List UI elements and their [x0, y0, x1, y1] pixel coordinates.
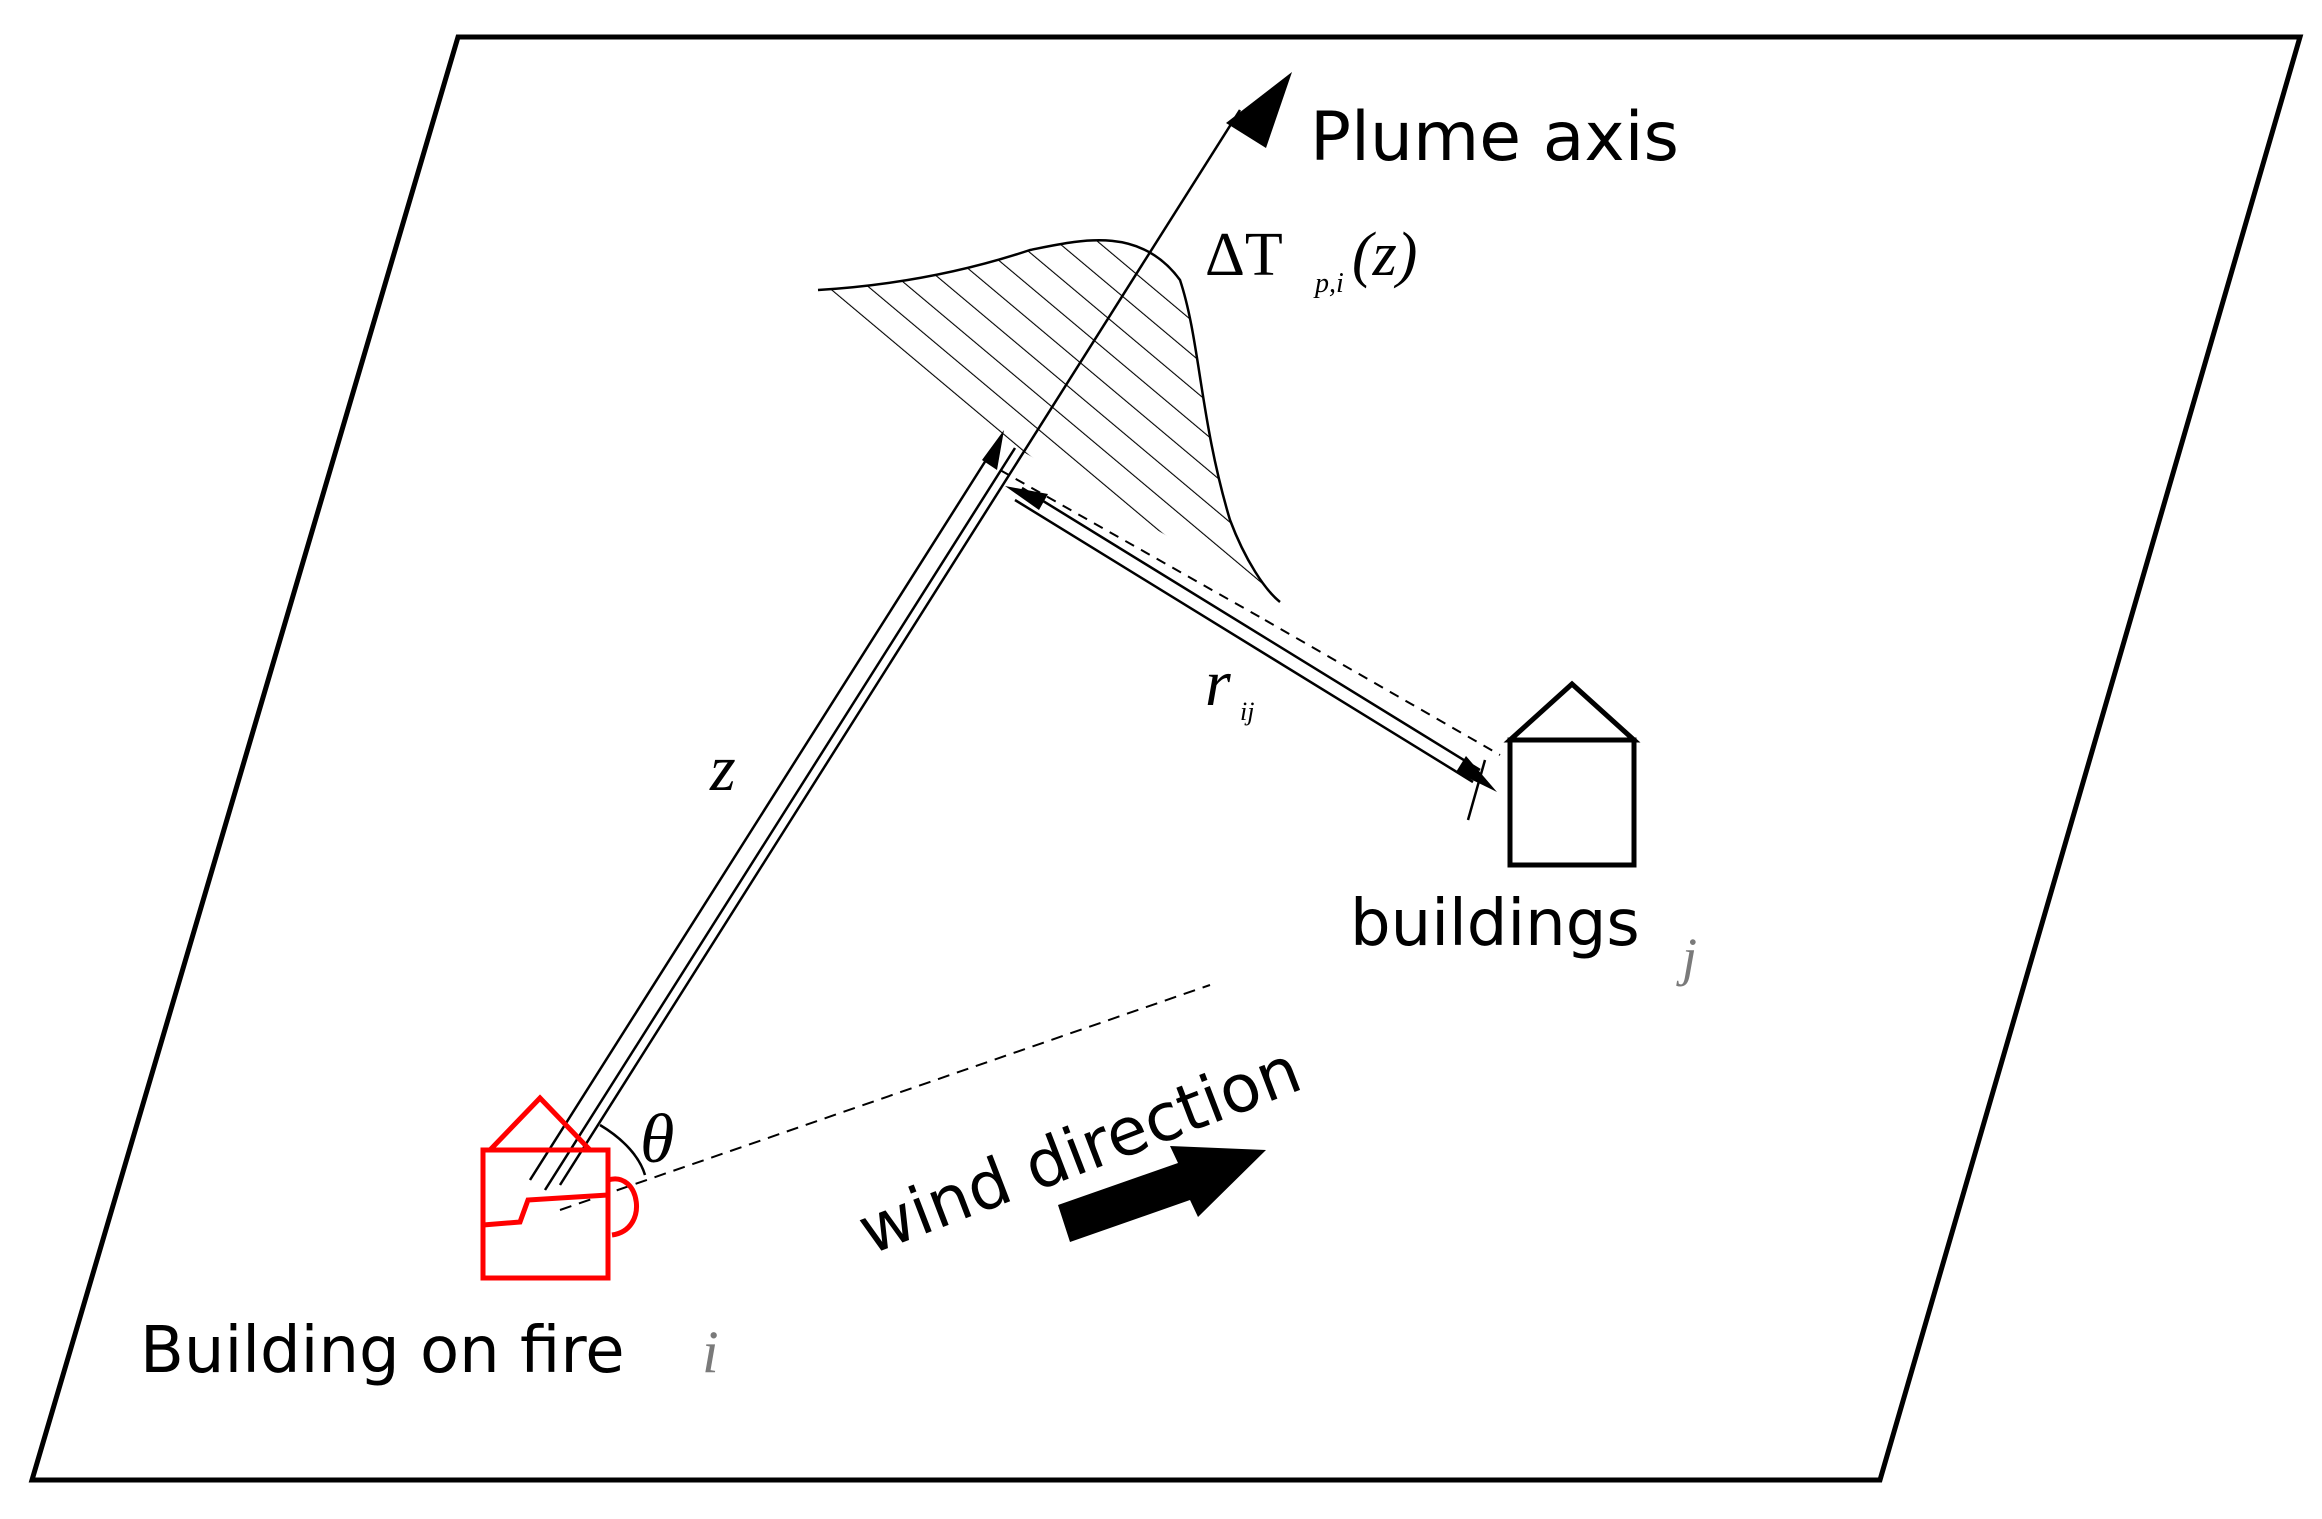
temperature-subscript: p,i	[1313, 268, 1344, 299]
angle-arc	[599, 1123, 647, 1176]
wind-arrow-icon	[1058, 1146, 1266, 1242]
temperature-label: ΔT p,i (z)	[1205, 221, 1417, 299]
fire-building-label: Building on fire i	[140, 1314, 719, 1388]
distance-label: r ij	[1205, 647, 1254, 726]
svg-text:(z): (z)	[1352, 221, 1417, 289]
svg-text:r: r	[1205, 647, 1231, 720]
fire-building-icon	[480, 1094, 639, 1281]
rij-dimension	[999, 469, 1501, 821]
distance-subscript: ij	[1240, 697, 1254, 726]
fire-building-index: i	[702, 1319, 719, 1385]
svg-text:Building on fire: Building on fire	[140, 1314, 625, 1388]
temperature-profile-curve	[817, 239, 1281, 603]
buildings-label: buildings j	[1350, 887, 1697, 987]
target-building-icon	[1503, 680, 1641, 868]
buildings-index: j	[1676, 927, 1697, 987]
height-label: z	[709, 732, 736, 805]
plume-axis-line	[558, 109, 1242, 1186]
plume-axis-label: Plume axis	[1310, 98, 1679, 177]
svg-text:ΔT: ΔT	[1205, 221, 1283, 289]
ground-plane	[28, 34, 2304, 1483]
plume-axis-arrowhead	[1226, 72, 1292, 148]
angle-label: θ	[640, 1101, 674, 1178]
z-dimension	[528, 430, 1017, 1191]
wind-reference-line	[559, 984, 1211, 1211]
svg-text:buildings: buildings	[1350, 887, 1640, 961]
